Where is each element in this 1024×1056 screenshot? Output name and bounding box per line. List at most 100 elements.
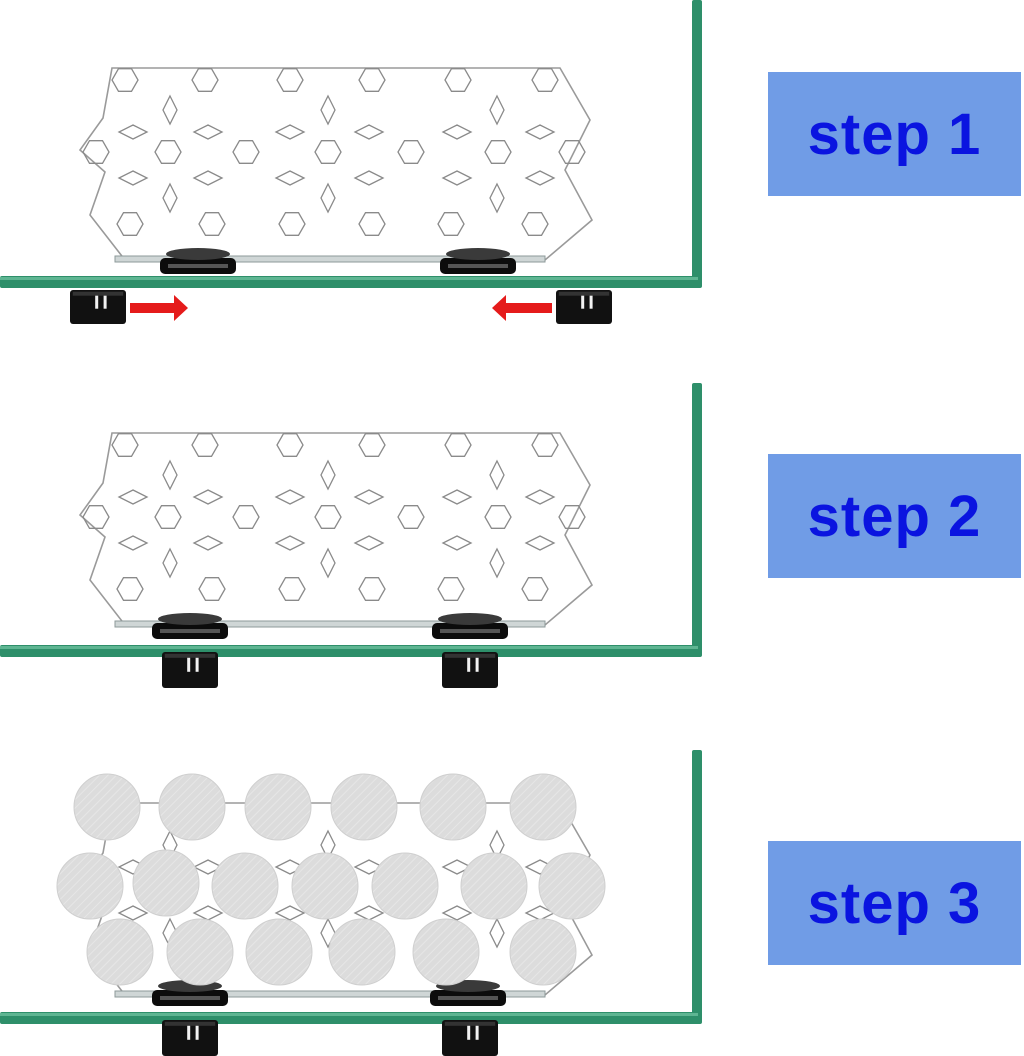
hex-hole	[358, 68, 386, 92]
diamond-hole	[162, 547, 178, 579]
diamond-hole	[441, 489, 473, 505]
diamond-hole	[524, 489, 556, 505]
diamond-hole	[524, 170, 556, 186]
step-3-label-box: step 3	[768, 841, 1021, 965]
hex-hole	[82, 140, 110, 164]
suction-cup-icon	[160, 248, 236, 274]
diamond-hole	[162, 459, 178, 491]
arrow-right-icon	[130, 295, 188, 321]
diamond-hole	[320, 459, 336, 491]
step-1-label: step 1	[807, 101, 982, 167]
diamond-hole	[192, 489, 224, 505]
diamond-hole	[320, 94, 336, 126]
clip-icon	[70, 290, 126, 324]
rack-bottom-edge	[114, 620, 546, 628]
diamond-hole	[489, 459, 505, 491]
clip-icon	[162, 652, 218, 688]
frag-plug	[509, 773, 577, 841]
diamond-hole	[274, 905, 306, 921]
diamond-hole	[117, 170, 149, 186]
tank-glass-highlight	[0, 646, 698, 649]
diamond-hole	[117, 905, 149, 921]
hex-hole	[82, 505, 110, 529]
hex-hole	[198, 212, 226, 236]
diamond-hole	[162, 94, 178, 126]
frag-plug	[244, 773, 312, 841]
hex-hole	[191, 68, 219, 92]
diamond-hole	[274, 124, 306, 140]
acrylic-rack	[78, 67, 594, 261]
diamond-hole	[441, 859, 473, 875]
tank-glass-highlight	[0, 1013, 698, 1016]
diamond-hole	[274, 170, 306, 186]
hex-hole	[111, 433, 139, 457]
diamond-hole	[353, 124, 385, 140]
diamond-hole	[320, 917, 336, 949]
acrylic-rack	[78, 432, 594, 626]
clip-icon	[556, 290, 612, 324]
step-1-label-box: step 1	[768, 72, 1021, 196]
hex-hole	[116, 212, 144, 236]
clip-icon	[442, 1020, 498, 1056]
diamond-hole	[489, 182, 505, 214]
step-2-label-box: step 2	[768, 454, 1021, 578]
diamond-hole	[489, 917, 505, 949]
frag-plug	[166, 918, 234, 986]
step-1-scene	[0, 0, 702, 324]
hex-hole	[531, 433, 559, 457]
hex-hole	[521, 577, 549, 601]
diamond-hole	[353, 489, 385, 505]
hex-hole	[358, 212, 386, 236]
suction-cup-icon	[152, 613, 228, 639]
hex-hole	[521, 212, 549, 236]
diamond-hole	[353, 535, 385, 551]
step-3-label: step 3	[807, 870, 982, 936]
rack-bottom-edge	[114, 255, 546, 263]
frag-plug	[132, 849, 200, 917]
diamond-hole	[192, 124, 224, 140]
frag-plug	[330, 773, 398, 841]
frag-plug	[538, 852, 606, 920]
frag-plug	[245, 918, 313, 986]
frag-plug	[419, 773, 487, 841]
step-3-scene	[0, 750, 702, 1056]
hex-hole	[198, 577, 226, 601]
hex-hole	[397, 140, 425, 164]
diamond-hole	[192, 535, 224, 551]
tank-wall	[692, 750, 702, 1024]
hex-hole	[154, 140, 182, 164]
hex-hole	[358, 577, 386, 601]
diamond-hole	[524, 124, 556, 140]
frag-plug	[460, 852, 528, 920]
hex-hole	[232, 505, 260, 529]
frag-plug	[211, 852, 279, 920]
hex-hole	[232, 140, 260, 164]
suction-cup-icon	[440, 248, 516, 274]
hex-hole	[191, 433, 219, 457]
hex-hole	[484, 505, 512, 529]
hex-hole	[437, 577, 465, 601]
step-2-scene	[0, 383, 702, 688]
diamond-hole	[489, 547, 505, 579]
hex-hole	[444, 68, 472, 92]
hex-hole	[358, 433, 386, 457]
hex-hole	[444, 433, 472, 457]
diamond-hole	[274, 489, 306, 505]
diamond-hole	[274, 535, 306, 551]
diamond-hole	[192, 170, 224, 186]
hex-hole	[437, 212, 465, 236]
diamond-hole	[192, 859, 224, 875]
diamond-hole	[441, 170, 473, 186]
frag-plug	[412, 918, 480, 986]
arrow-left-icon	[492, 295, 552, 321]
suction-cup-icon	[432, 613, 508, 639]
clip-icon	[442, 652, 498, 688]
frag-plug	[73, 773, 141, 841]
tank-glass-highlight	[0, 277, 698, 280]
hex-hole	[314, 505, 342, 529]
frag-plug	[56, 852, 124, 920]
hex-hole	[484, 140, 512, 164]
frag-plug	[86, 918, 154, 986]
